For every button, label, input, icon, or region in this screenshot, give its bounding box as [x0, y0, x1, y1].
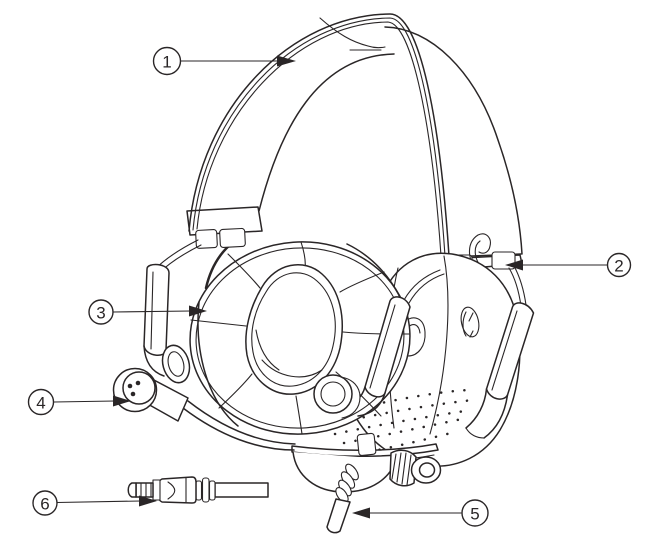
callout-2-arrow — [505, 259, 523, 271]
callout-6-label: 6 — [40, 495, 49, 514]
left-yoke — [143, 227, 246, 384]
callout-4: 4 — [27, 388, 131, 416]
callout-1: 1 — [152, 46, 296, 76]
callout-2: 2 — [505, 252, 632, 278]
front-fork — [313, 296, 411, 419]
callout-4-label: 4 — [36, 394, 45, 413]
callouts: 1 2 3 4 5 — [27, 46, 632, 527]
cable — [326, 463, 359, 534]
callout-4-arrow — [113, 395, 131, 407]
callout-5-label: 5 — [470, 505, 479, 524]
callout-5: 5 — [352, 499, 489, 527]
earcup-bottom — [291, 432, 442, 493]
callout-6: 6 — [32, 490, 157, 516]
callout-1-arrow — [277, 55, 296, 67]
callout-5-arrow — [352, 507, 370, 519]
callout-3-arrow — [189, 305, 207, 317]
audio-plug — [127, 476, 269, 504]
callout-3-label: 3 — [96, 304, 105, 323]
mic-capsule — [112, 367, 158, 413]
callout-3: 3 — [88, 299, 207, 325]
callout-6-arrow — [139, 495, 157, 507]
callout-2-label: 2 — [614, 257, 623, 276]
volume-knob — [389, 449, 417, 487]
callout-1-label: 1 — [162, 53, 171, 72]
headband — [186, 13, 523, 258]
